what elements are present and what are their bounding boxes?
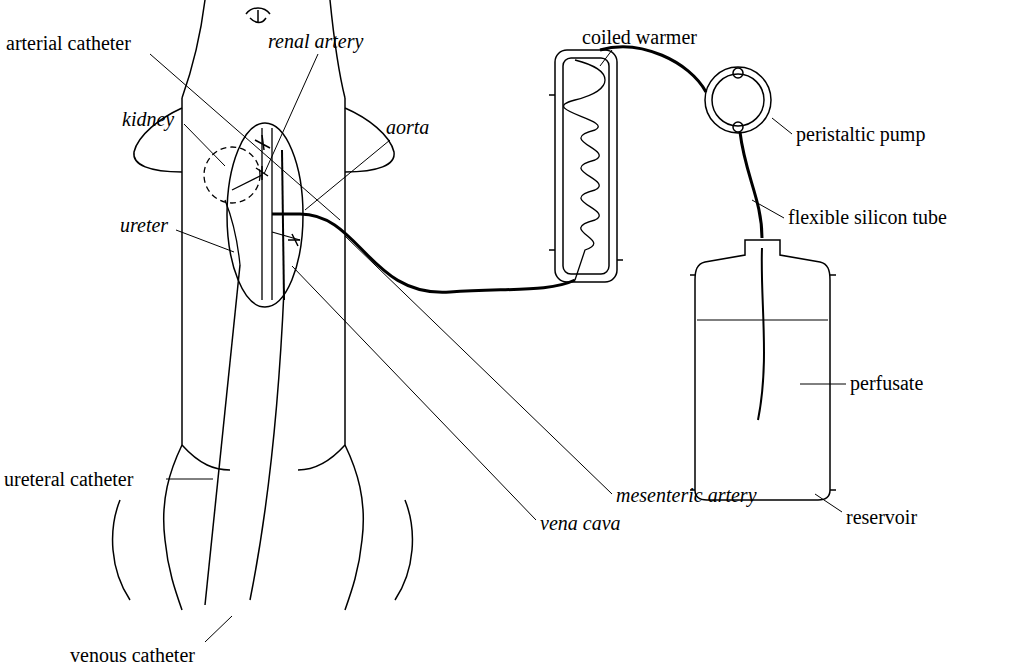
ureter [225, 200, 240, 265]
kidney [204, 147, 260, 203]
anatomy-label: renal artery [268, 30, 363, 52]
part-label: ureteral catheter [4, 468, 133, 490]
anatomy-label: mesenteric artery [616, 484, 757, 506]
anatomy-label: ureter [120, 214, 168, 236]
catheters [205, 47, 764, 605]
anatomy-label: aorta [386, 116, 429, 138]
part-label: venous catheter [70, 644, 195, 666]
part-label: coiled warmer [582, 26, 697, 48]
part-label: perfusate [850, 372, 923, 394]
renal-artery [232, 175, 262, 190]
part-label: arterial catheter [6, 32, 131, 54]
peristaltic-pump [705, 67, 771, 133]
leader-lines [150, 50, 846, 642]
anatomy-label: vena cava [540, 512, 621, 534]
anatomy-label: kidney [122, 108, 174, 130]
perfusate-level [697, 319, 828, 320]
part-label: peristaltic pump [796, 123, 925, 145]
mesenteric-artery [272, 232, 300, 240]
reservoir-bottle [690, 240, 836, 500]
coiled-warmer [549, 50, 623, 282]
part-label: reservoir [846, 506, 917, 528]
rat-outline [113, 0, 413, 610]
vena-cava [282, 150, 284, 300]
part-label: flexible silicon tube [788, 206, 947, 228]
